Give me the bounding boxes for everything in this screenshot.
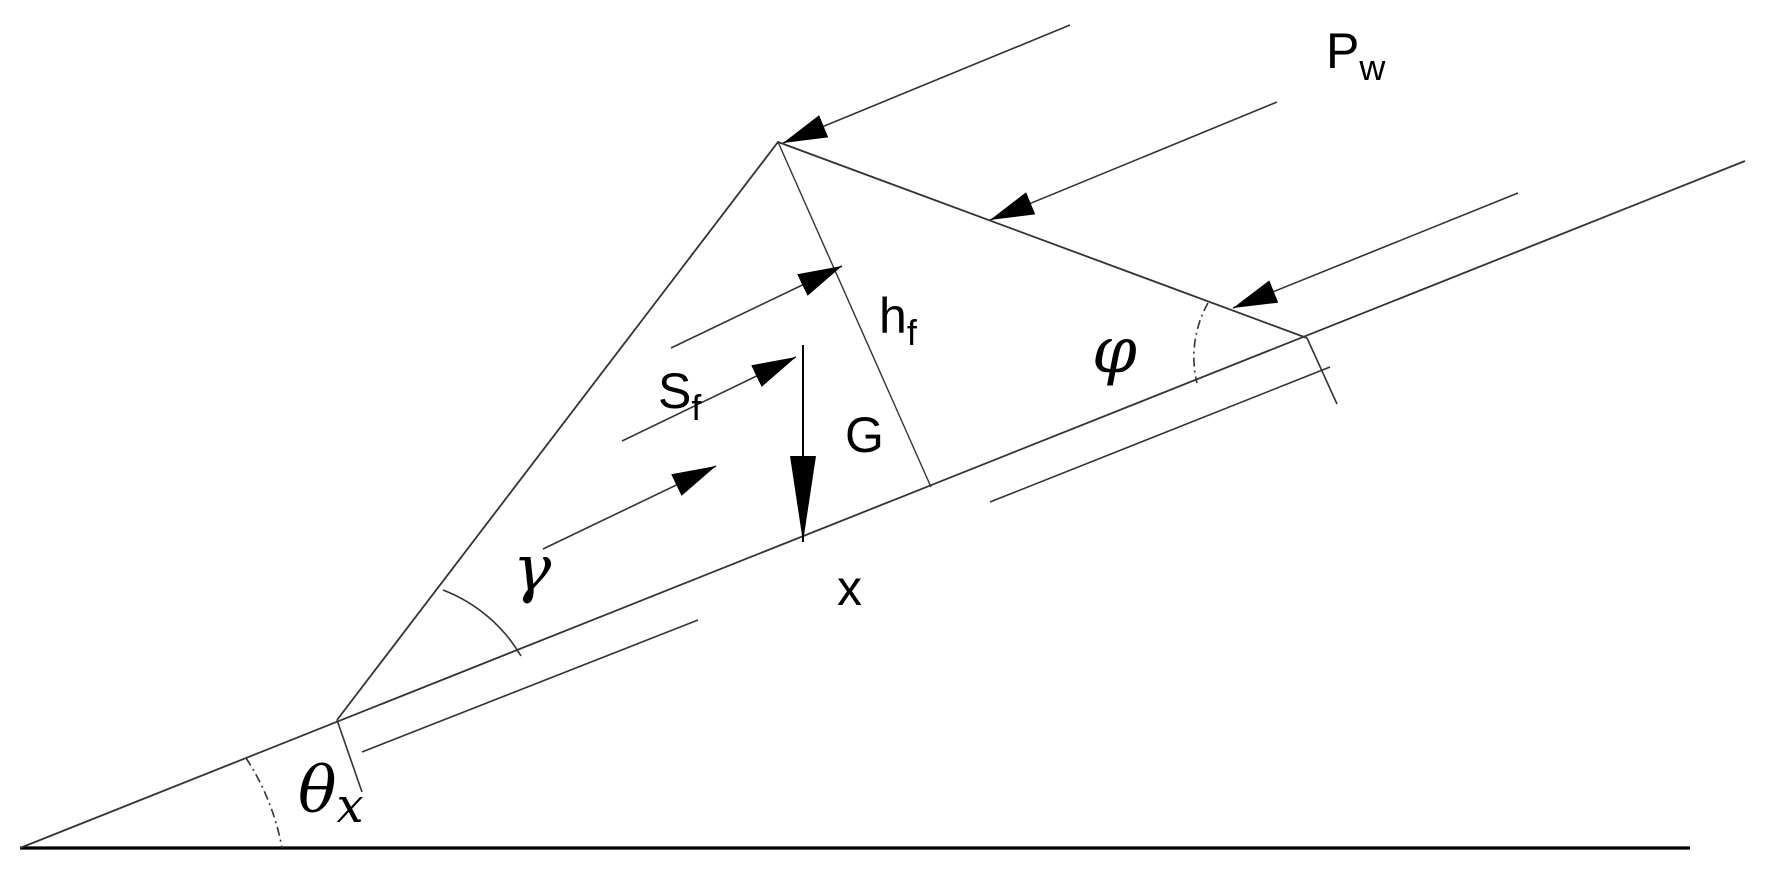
wind-arrow-2: [989, 101, 1278, 221]
slope-offset-line-upper: [989, 366, 1331, 503]
flow-body-outline: [336, 140, 1308, 721]
gravity-label: G: [845, 407, 884, 463]
wind-pressure-sub: w: [1358, 47, 1386, 88]
shear-force-main: S: [658, 363, 691, 419]
position-label: x: [837, 560, 862, 616]
shear-force-sub: f: [691, 387, 702, 428]
wind-angle-label: φ: [1092, 314, 1137, 388]
shear-arrow-2: [621, 356, 797, 442]
wind-pressure-main: P: [1326, 23, 1359, 79]
front-angle-label: γ: [513, 532, 552, 606]
flow-height-sub: f: [907, 312, 918, 353]
slope-line: [19, 160, 1746, 849]
slope-offset-line-lower: [361, 619, 699, 753]
wind-arrow-1: [782, 24, 1071, 144]
slope-angle-sub: x: [337, 778, 364, 834]
flow-height-main: h: [879, 288, 907, 344]
shear-force-label: Sf: [658, 363, 702, 428]
slope-angle-label: θx: [298, 754, 364, 834]
wind-arrow-3: [1232, 192, 1519, 309]
wind-angle-arc: [1193, 302, 1209, 384]
flow-height-label: hf: [879, 288, 918, 353]
front-tick: [336, 719, 363, 793]
front-angle-arc: [442, 589, 522, 657]
shear-arrow-3: [542, 465, 717, 550]
height-line: [777, 141, 932, 488]
shear-arrow-1: [670, 265, 843, 349]
slope-angle-main: θ: [298, 754, 337, 828]
slope-angle-arc: [245, 757, 283, 849]
wind-pressure-label: Pw: [1326, 23, 1386, 88]
